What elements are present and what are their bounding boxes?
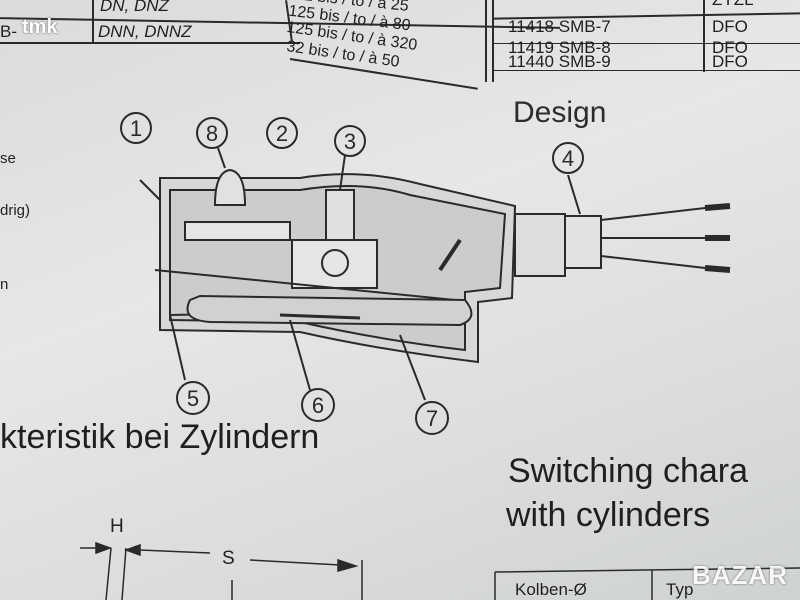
cable-entry — [514, 213, 566, 277]
table-rule — [494, 43, 800, 44]
extension-line — [105, 547, 112, 600]
reed-contact — [186, 294, 473, 327]
cable-sleeve — [564, 215, 602, 269]
callout-circle — [120, 112, 152, 144]
callout-6: 6 — [312, 393, 324, 418]
dimension-line — [249, 559, 341, 566]
english-heading-line1: Switching chara — [508, 452, 749, 490]
leader-5 — [169, 314, 186, 381]
margin-text: se — [0, 150, 16, 167]
leader-7 — [399, 334, 426, 401]
callout-2: 2 — [276, 121, 288, 146]
spring — [438, 238, 462, 272]
table-cell: 11419 SMB-8 — [508, 38, 611, 57]
table-header: Kolben-Ø — [515, 580, 587, 599]
table-cell: 11440 SMB-9 — [508, 52, 611, 71]
wires — [600, 207, 706, 269]
callout-8: 8 — [206, 121, 218, 146]
table-header: Typ — [666, 580, 694, 599]
arrowhead — [123, 543, 141, 557]
callout-5: 5 — [187, 386, 199, 411]
callout-circle — [552, 142, 584, 174]
dimension-line — [139, 549, 211, 554]
table-rule — [494, 70, 800, 71]
screw — [321, 249, 349, 277]
terminal-block — [291, 239, 378, 289]
watermark-logo: BAZAR — [692, 560, 788, 590]
leader-1 — [139, 179, 161, 201]
table-rule — [0, 42, 300, 44]
leader-3 — [339, 154, 346, 191]
dimension-label-s: S — [222, 548, 235, 569]
arrowhead — [337, 558, 359, 572]
table-cell: 11418 SMB-7 — [508, 17, 611, 36]
callout-1: 1 — [130, 116, 142, 141]
table-rule — [494, 567, 800, 573]
english-heading-line2: with cylinders — [506, 496, 711, 534]
leader-4 — [567, 174, 581, 215]
table-rule — [92, 0, 94, 42]
dimension-label-h: H — [110, 516, 124, 537]
table-header: ZYZL — [712, 0, 754, 10]
table-rule — [485, 0, 487, 82]
margin-text: n — [0, 276, 9, 293]
callout-3: 3 — [344, 129, 356, 154]
callout-circle — [301, 388, 335, 422]
callout-circle — [415, 401, 449, 435]
arrowhead — [95, 541, 113, 555]
extension-line — [121, 547, 127, 600]
leader-6 — [289, 319, 311, 391]
callout-circle — [196, 117, 228, 149]
watermark-logo: tmk — [22, 16, 58, 38]
post — [325, 189, 355, 241]
led — [213, 168, 247, 206]
table-cell: DN, DNZ — [100, 0, 169, 15]
table-cell: DFO — [712, 52, 748, 71]
table-cell: DFO — [712, 17, 748, 36]
wire-ends — [704, 203, 731, 273]
table-cell: DNN, DNNZ — [98, 22, 192, 41]
callout-circle — [266, 117, 298, 149]
reed-blade — [279, 313, 361, 320]
margin-text: drig) — [0, 202, 31, 219]
german-heading: kteristik bei Zylindern — [0, 418, 320, 456]
leader-8 — [217, 147, 226, 169]
table-cell: B- — [0, 22, 17, 41]
callout-4: 4 — [562, 146, 574, 171]
callout-circle — [334, 125, 366, 157]
table-rule — [703, 0, 705, 72]
callout-circle — [176, 381, 210, 415]
table-cell: DFO — [712, 38, 748, 57]
table-rule — [492, 0, 494, 82]
pcb-board — [184, 221, 291, 241]
callout-7: 7 — [426, 406, 438, 431]
design-heading: Design — [513, 96, 607, 129]
